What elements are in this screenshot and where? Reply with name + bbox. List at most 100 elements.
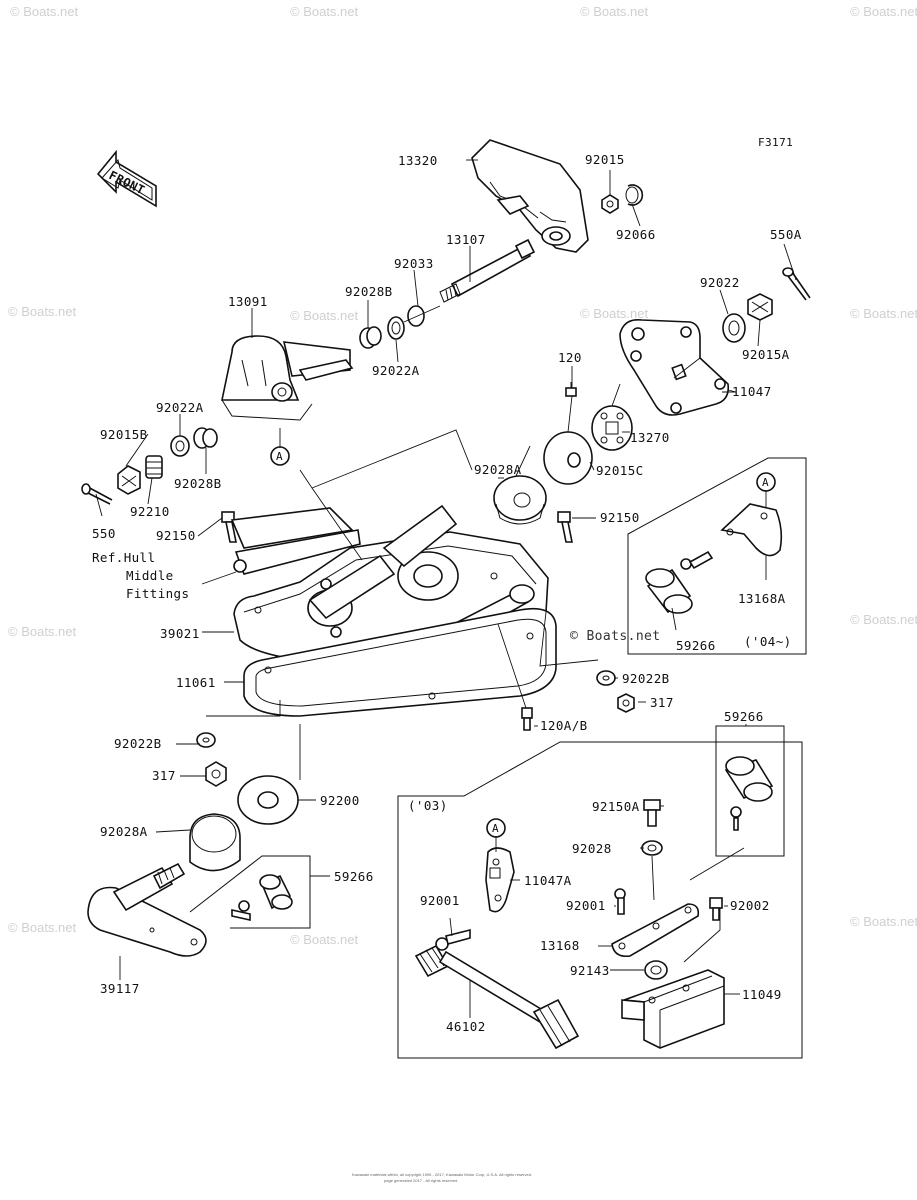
steering-arm-39117 [87,862,207,957]
label-92001-left: 92001 [420,893,460,908]
ref-note-line: Ref.Hull [92,550,155,565]
label-317-left: 317 [152,768,176,783]
steering-housing-13091 [221,335,354,421]
spring-92210 [145,455,163,479]
label-92015: 92015 [585,152,625,167]
bolt-92150A [643,799,661,827]
gasket-11061 [243,607,557,717]
label-92200: 92200 [320,793,360,808]
watermark-text: © Boats.net [850,612,917,627]
washer-92022A [387,316,405,340]
washer-92022B-left [196,732,216,748]
watermark-text: © Boats.net [580,306,649,321]
bolt-92150-left [221,511,237,543]
screw-120AB [521,707,533,731]
label-92210: 92210 [130,504,170,519]
washer-92022B-right [596,670,616,686]
watermark-text: © Boats.net [290,308,359,323]
cotter-pin-550 [81,483,113,505]
label-92002: 92002 [730,898,770,913]
ball-stud-92001-left [435,928,471,951]
washer-92022 [722,313,746,343]
bolt-92002 [709,897,723,921]
year-note-2003: ('03) [408,798,448,813]
watermarks: © Boats.net © Boats.net © Boats.net © Bo… [8,4,917,947]
watermark-text: © Boats.net [10,4,79,19]
watermark-text: © Boats.net [850,306,917,321]
front-arrow-icon: FRONT [96,149,157,208]
sub-box-2004 [627,457,807,655]
label-59266-low: 59266 [334,869,374,884]
label-59266-right: 59266 [724,709,764,724]
svg-text:A: A [276,450,283,463]
bolt-92150-right [557,511,573,543]
label-13320: 13320 [398,153,438,168]
label-59266-box: 59266 [676,638,716,653]
cotter-pin-550A [782,267,811,301]
sub-box-2003 [397,741,803,1059]
label-92028: 92028 [572,841,612,856]
watermark-text: © Boats.net [850,914,917,929]
watermark-text: © Boats.net [8,920,77,935]
footer-line: page generated 2017 - All rights reserve… [384,1178,457,1183]
label-92022A: 92022A [372,363,420,378]
watermark-text: © Boats.net [290,932,359,947]
bushing-92028 [641,840,663,856]
label-92028B: 92028B [345,284,393,299]
watermark-text: © Boats.net [8,304,77,319]
label-92015A: 92015A [742,347,790,362]
label-13168A: 13168A [738,591,786,606]
ref-note-line: Middle [126,568,174,583]
label-92143: 92143 [570,963,610,978]
nut-317-left [205,761,227,787]
screw-120 [565,382,577,397]
label-92022B-left: 92022B [114,736,162,751]
label-11061: 11061 [176,675,216,690]
washer-92143 [644,960,668,980]
label-13091: 13091 [228,294,268,309]
label-92022: 92022 [700,275,740,290]
assembly-lines [206,305,767,963]
label-92028A: 92028A [474,462,522,477]
label-39117: 39117 [100,981,140,996]
label-92022A-left: 92022A [156,400,204,415]
lever-plate-11047 [619,318,730,416]
watermark-text: © Boats.net [850,4,917,19]
part-labels: 13320 92015 92066 13107 92033 550A 13091… [92,152,802,1034]
figure-code: F3171 [758,136,793,149]
nut-92015B [117,465,141,495]
ball-joint-59266-box [645,550,714,614]
footer-copyright: Kawasaki materials within, all copyright… [352,1172,532,1183]
label-13168: 13168 [540,938,580,953]
steering-cover-13320 [471,139,589,253]
sub-box-59266 [715,725,785,857]
label-550: 550 [92,526,116,541]
ref-hull-note: Ref.Hull Middle Fittings [92,550,189,601]
inline-watermark: © Boats.net [570,629,661,644]
label-13270: 13270 [630,430,670,445]
label-92150-left: 92150 [156,528,196,543]
label-46102: 46102 [446,1019,486,1034]
label-92028A-low: 92028A [100,824,148,839]
label-92015B: 92015B [100,427,148,442]
disk-92015C [543,431,593,485]
bushing-92028A-low [189,813,241,872]
leader-lines [95,159,797,1018]
label-92066: 92066 [616,227,656,242]
label-92033: 92033 [394,256,434,271]
ball-stud-92001-right [614,888,626,915]
bushing-92028B-left [193,427,218,449]
label-317-right: 317 [650,695,674,710]
circlip-92033 [407,305,425,327]
label-92150A: 92150A [592,799,640,814]
castle-nut-92015A [747,293,773,321]
label-92015C: 92015C [596,463,644,478]
ref-note-line: Fittings [126,586,189,601]
label-92150-right: 92150 [600,510,640,525]
label-11047A: 11047A [524,873,572,888]
label-550A: 550A [770,227,802,242]
rod-46102 [414,944,580,1050]
washer-92022A-left [170,435,190,457]
